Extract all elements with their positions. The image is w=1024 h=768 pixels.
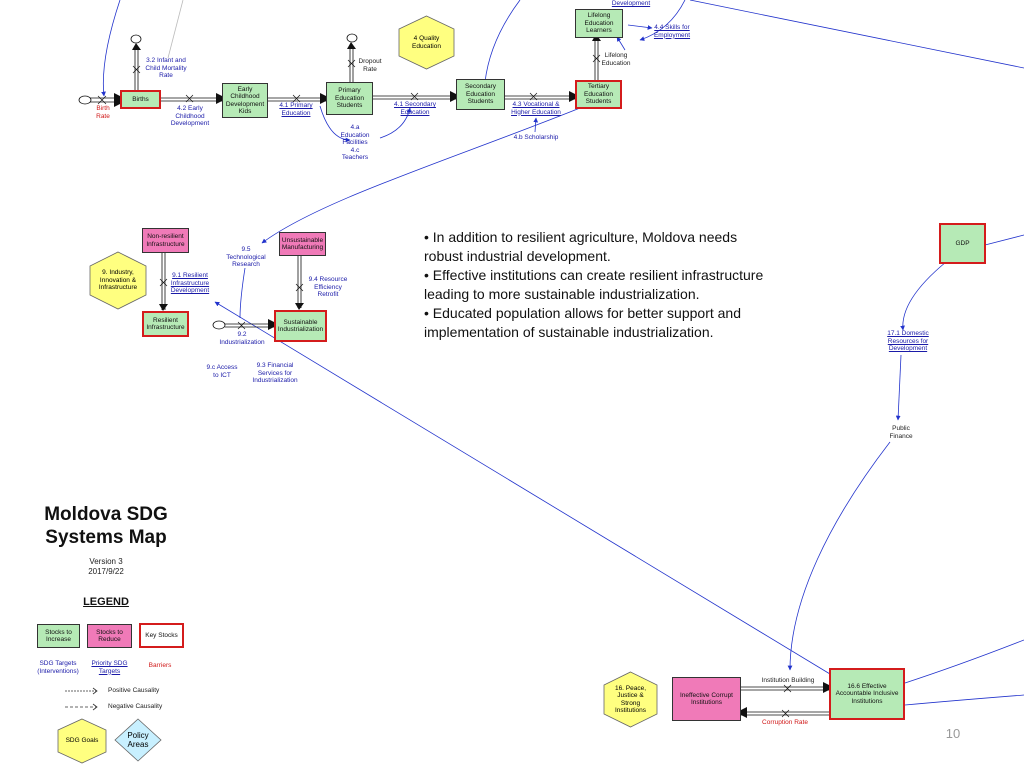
legend-sdg-goals-label: SDG Goals bbox=[65, 737, 99, 745]
target-industrialization: 9.2 Industrialization bbox=[219, 331, 265, 346]
target-access-ict: 9.c Access to ICT bbox=[206, 364, 238, 379]
goal-quality-education: 4 Quality Education bbox=[397, 15, 456, 70]
stock-ineffective-institutions: Ineffective Corrupt Institutions bbox=[672, 677, 741, 721]
bullet-3: • Educated population allows for better … bbox=[424, 305, 741, 340]
goal-peace-justice-label: 16. Peace, Justice & Strong Institutions bbox=[614, 684, 647, 715]
stock-sustainable-industrialization: Sustainable Industrialization bbox=[274, 310, 327, 342]
target-secondary-education[interactable]: 4.1 Secondary Education bbox=[394, 101, 436, 116]
legend-negative-causality: Negative Causality bbox=[108, 703, 163, 710]
flow-dropout-rate: Dropout Rate bbox=[358, 58, 382, 73]
target-vocational-higher-education[interactable]: 4.3 Vocational & Higher Education bbox=[511, 101, 561, 116]
stock-primary-education: Primary Education Students bbox=[326, 82, 373, 115]
flow-public-finance: Public Finance bbox=[889, 425, 913, 440]
stock-early-childhood: Early Childhood Development Kids bbox=[222, 83, 268, 118]
stock-resilient-infrastructure: Resilient Infrastructure bbox=[142, 311, 189, 337]
bullet-1: • In addition to resilient agriculture, … bbox=[424, 229, 738, 264]
stock-unsustainable-manufacturing: Unsustainable Manufacturing bbox=[279, 232, 326, 256]
target-technological-research: 9.5 Technological Research bbox=[226, 246, 266, 268]
page-title: Moldova SDG Systems Map bbox=[44, 504, 168, 548]
legend-policy-areas-label: Policy Areas bbox=[127, 731, 149, 749]
legend-title: LEGEND bbox=[83, 596, 129, 608]
goal-quality-education-label: 4 Quality Education bbox=[412, 35, 441, 50]
version-info: Version 3 2017/9/22 bbox=[88, 557, 124, 576]
flow-arrowheads bbox=[114, 34, 829, 718]
legend-causality bbox=[65, 687, 98, 711]
goal-industry-innovation: 9. Industry, Innovation & Infrastructure bbox=[88, 251, 148, 310]
target-domestic-resources[interactable]: 17.1 Domestic Resources for Development bbox=[887, 330, 929, 352]
target-primary-education[interactable]: 4.1 Primary Education bbox=[279, 102, 313, 117]
legend-stocks-increase: Stocks to Increase bbox=[37, 624, 80, 648]
stock-gdp: GDP bbox=[939, 223, 986, 264]
legend-priority-targets: Priority SDG Targets bbox=[91, 660, 128, 675]
stock-non-resilient-infrastructure: Non-resilient Infrastructure bbox=[142, 228, 189, 253]
target-scholarship: 4.b Scholarship bbox=[513, 134, 559, 141]
flow-lifelong-education: Lifelong Education bbox=[601, 52, 631, 67]
bullet-notes: • In addition to resilient agriculture, … bbox=[424, 228, 769, 342]
causal-links bbox=[101, 0, 1024, 706]
target-financial-services: 9.3 Financial Services for Industrializa… bbox=[252, 362, 298, 384]
legend-stocks-reduce: Stocks to Reduce bbox=[87, 624, 132, 648]
bullet-2: • Effective institutions can create resi… bbox=[424, 267, 764, 302]
stock-lifelong-education: Lifelong Education Learners bbox=[575, 9, 623, 38]
goal-peace-justice: 16. Peace, Justice & Strong Institutions bbox=[602, 671, 659, 728]
legend-positive-causality: Positive Causality bbox=[108, 687, 160, 694]
legend-sdg-goals: SDG Goals bbox=[56, 718, 108, 764]
target-skills-employment[interactable]: 4.4 Skills for Employment bbox=[653, 24, 691, 39]
flow-corruption-rate: Corruption Rate bbox=[762, 719, 808, 726]
legend-barriers: Barriers bbox=[148, 662, 172, 669]
target-development[interactable]: Development bbox=[611, 0, 651, 7]
goal-industry-innovation-label: 9. Industry, Innovation & Infrastructure bbox=[98, 269, 138, 292]
page-number: 10 bbox=[945, 726, 961, 741]
stock-secondary-education: Secondary Education Students bbox=[456, 79, 505, 110]
flow-institution-building: Institution Building bbox=[761, 677, 815, 684]
target-resilient-infrastructure[interactable]: 9.1 Resilient Infrastructure Development bbox=[170, 272, 210, 294]
stock-effective-institutions: 16.6 Effective Accountable Inclusive Ins… bbox=[829, 668, 905, 720]
target-resource-efficiency: 9.4 Resource Efficiency Retrofit bbox=[308, 276, 348, 298]
flow-birth-rate: Birth Rate bbox=[96, 105, 110, 120]
legend-policy-areas: Policy Areas bbox=[114, 718, 162, 762]
target-education-facilities-teachers: 4.a Education Facilities 4.c Teachers bbox=[340, 124, 370, 161]
flow-valves bbox=[97, 54, 792, 718]
cloud-sources bbox=[78, 33, 358, 330]
stock-tertiary-education: Tertiary Education Students bbox=[575, 80, 622, 109]
legend-sdg-targets: SDG Targets (Interventions) bbox=[37, 660, 79, 675]
legend-key-stocks: Key Stocks bbox=[139, 623, 184, 648]
target-infant-mortality: 3.2 Infant and Child Mortality Rate bbox=[145, 57, 187, 79]
target-early-childhood-development: 4.2 Early Childhood Development bbox=[170, 105, 210, 127]
flow-pipes bbox=[90, 38, 829, 716]
stock-births: Births bbox=[120, 90, 161, 109]
